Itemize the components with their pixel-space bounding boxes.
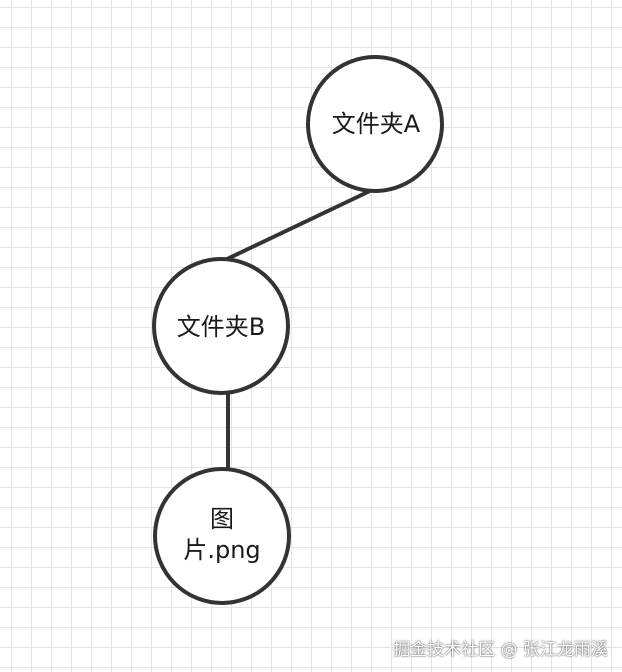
- edge-folder-a-to-folder-b: [223, 188, 374, 262]
- watermark-text: 掘金技术社区 @ 张江龙雨溪: [393, 640, 608, 660]
- node-label-image-line1: 图: [210, 505, 234, 533]
- node-circle-folder-a: [306, 55, 444, 193]
- node-label-folder-b: 文件夹B: [176, 313, 266, 341]
- node-circle-image: [153, 467, 291, 605]
- node-label-image-file: 图 片.png: [157, 504, 287, 566]
- node-circle-folder-b: [152, 257, 290, 395]
- node-label-image-line2: 片.png: [183, 536, 261, 564]
- node-label-folder-a: 文件夹A: [331, 110, 421, 138]
